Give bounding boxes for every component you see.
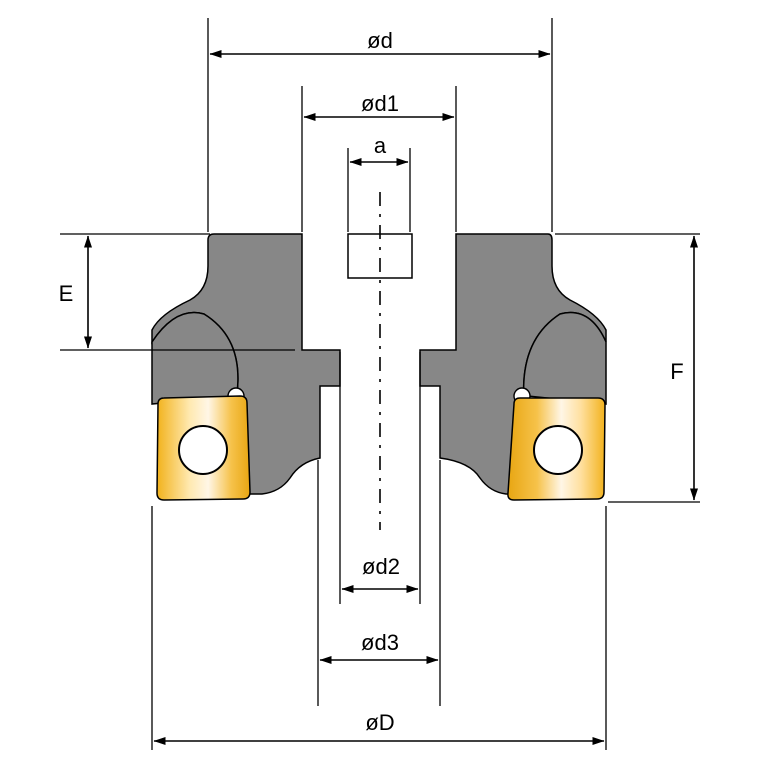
keyway-slot xyxy=(347,233,413,279)
cutter-body xyxy=(151,233,607,495)
left-insert-screw-hole xyxy=(178,425,228,475)
dimension-lines xyxy=(84,50,698,745)
right-insert-screw-hole xyxy=(533,425,583,475)
left-insert xyxy=(156,395,251,501)
dimension-labels: ød ød1 a E F ød2 ød3 øD xyxy=(59,28,684,735)
label-d2: ød2 xyxy=(362,554,400,579)
label-d1: ød1 xyxy=(361,91,399,116)
label-D: øD xyxy=(365,710,394,735)
right-insert xyxy=(507,397,606,501)
extension-lines xyxy=(60,18,700,750)
label-E: E xyxy=(59,281,74,306)
label-a: a xyxy=(374,133,387,158)
label-d3: ød3 xyxy=(361,630,399,655)
label-d: ød xyxy=(367,28,393,53)
label-F: F xyxy=(670,359,683,384)
